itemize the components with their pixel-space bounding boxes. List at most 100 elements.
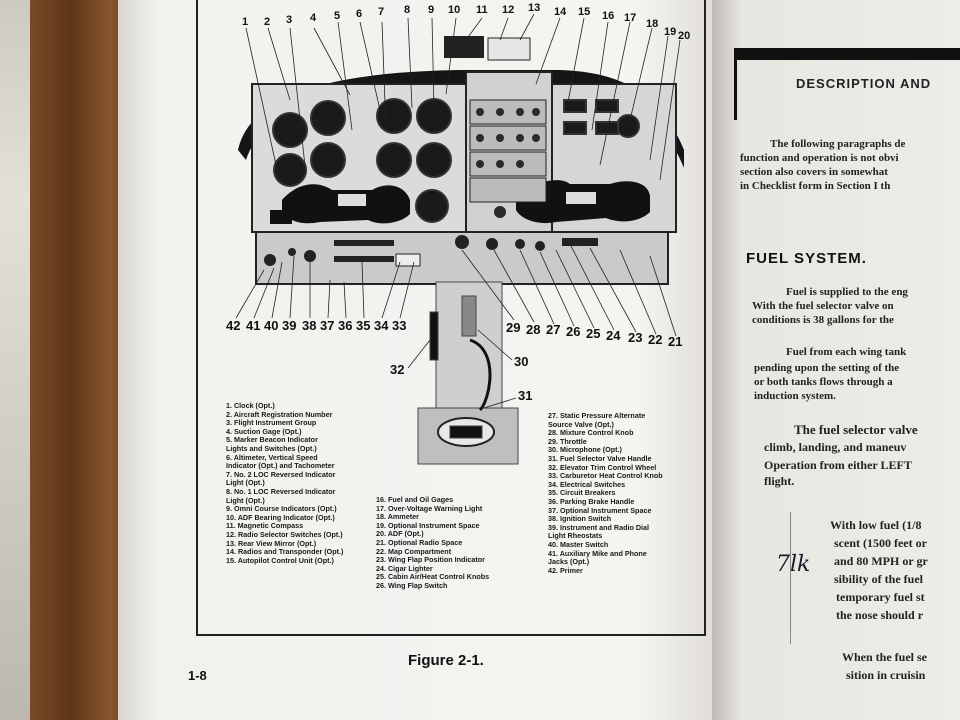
- callout-42: 42: [226, 318, 241, 333]
- legend-column-2: 16. Fuel and Oil Gages 17. Over-Voltage …: [376, 495, 490, 591]
- text-line: section also covers in somewhat: [740, 166, 888, 178]
- legend-item: 36. Parking Brake Handle: [548, 496, 635, 506]
- legend-item: 7. No. 2 LOC Reversed Indicator: [226, 469, 336, 479]
- callout-15: 15: [578, 6, 591, 18]
- legend-item: 14. Radios and Transponder (Opt.): [226, 547, 344, 557]
- text-line: With low fuel (1/8: [830, 518, 922, 532]
- text-line: pending upon the setting of the: [754, 362, 900, 374]
- legend-item: 15. Autopilot Control Unit (Opt.): [226, 555, 334, 565]
- text-line: flight.: [764, 474, 795, 488]
- legend-item: 12. Radio Selector Switches (Opt.): [226, 529, 343, 539]
- legend-item: Jacks (Opt.): [548, 557, 590, 567]
- legend-item: Light (Opt.): [226, 478, 265, 488]
- legend-item: 11. Magnetic Compass: [226, 521, 304, 531]
- callout-40: 40: [264, 318, 279, 333]
- callout-38: 38: [302, 318, 317, 333]
- legend-item: 13. Rear View Mirror (Opt.): [226, 538, 317, 548]
- section-header-bar: [734, 48, 960, 60]
- text-line: scent (1500 feet or: [834, 536, 927, 550]
- callout-41: 41: [246, 318, 261, 333]
- control-yokes: [270, 180, 650, 224]
- legend-item: 35. Circuit Breakers: [548, 488, 616, 498]
- legend-item: 25. Cabin Air/Heat Control Knobs: [376, 572, 490, 582]
- callout-29: 29: [506, 320, 521, 335]
- legend-item: 40. Master Switch: [548, 539, 609, 549]
- legend-item: 8. No. 1 LOC Reversed Indicator: [226, 486, 336, 496]
- legend-item: 30. Microphone (Opt.): [548, 445, 622, 455]
- callout-26: 26: [566, 324, 581, 339]
- text-line: conditions is 38 gallons for the: [752, 314, 894, 326]
- text-line: The fuel selector valve: [794, 422, 918, 437]
- legend-item: 1. Clock (Opt.): [226, 401, 275, 410]
- legend-item: 26. Wing Flap Switch: [376, 580, 448, 590]
- callout-6: 6: [356, 8, 363, 20]
- callout-33: 33: [392, 318, 407, 333]
- callout-21: 21: [668, 334, 683, 349]
- callout-4: 4: [310, 12, 317, 24]
- callout-5: 5: [334, 10, 341, 22]
- figure-frame: [196, 0, 706, 636]
- callout-7: 7: [378, 6, 385, 18]
- text-line: and 80 MPH or gr: [834, 554, 928, 568]
- callout-23: 23: [628, 330, 643, 345]
- text-line: With the fuel selector valve on: [752, 300, 894, 312]
- figure-caption: Figure 2-1.: [408, 652, 484, 669]
- legend-item: 32. Elevator Trim Control Wheel: [548, 462, 657, 472]
- callout-lines: [235, 13, 681, 409]
- callout-19: 19: [664, 26, 677, 38]
- text-line: in Checklist form in Section I th: [740, 180, 891, 192]
- callout-37: 37: [320, 318, 335, 333]
- callout-34: 34: [374, 318, 389, 333]
- callout-1: 1: [242, 16, 249, 28]
- pedestal: [417, 281, 519, 465]
- callout-25: 25: [586, 326, 601, 341]
- legend-item: 9. Omni Course Indicators (Opt.): [226, 504, 337, 514]
- legend-item: 39. Instrument and Radio Dial: [548, 522, 650, 532]
- text-line: Fuel from each wing tank: [786, 346, 907, 358]
- legend-item: 27. Static Pressure Alternate: [548, 411, 646, 420]
- callout-31: 31: [518, 388, 533, 403]
- text-line: Operation from either LEFT: [764, 458, 912, 472]
- text-line: induction system.: [754, 390, 836, 402]
- note-box: [790, 512, 960, 644]
- text-line: sibility of the fuel: [834, 572, 923, 586]
- callout-39: 39: [282, 318, 297, 333]
- legend-item: 34. Electrical Switches: [548, 479, 626, 489]
- legend-item: 19. Optional Instrument Space: [376, 520, 480, 530]
- callout-36: 36: [338, 318, 353, 333]
- legend-column-1: 1. Clock (Opt.) 2. Aircraft Registration…: [226, 401, 344, 565]
- callout-8: 8: [404, 4, 411, 16]
- text-line: Fuel is supplied to the eng: [786, 286, 908, 298]
- text-line: climb, landing, and maneuv: [764, 440, 907, 454]
- desk-edge: [0, 0, 30, 720]
- text-line: When the fuel se: [842, 650, 927, 664]
- callout-30: 30: [514, 354, 529, 369]
- handwritten-note: 7lk: [776, 552, 811, 577]
- right-page: [712, 0, 960, 720]
- legend-item: 6. Altimeter, Vertical Speed: [226, 452, 318, 462]
- callout-11: 11: [476, 4, 488, 16]
- radio-stack: [469, 99, 547, 218]
- legend-item: 3. Flight Instrument Group: [226, 418, 317, 428]
- legend-column-3: 27. Static Pressure Alternate Source Val…: [548, 411, 663, 575]
- legend-item: 42. Primer: [548, 565, 583, 575]
- legend-item: 31. Fuel Selector Valve Handle: [548, 453, 652, 463]
- legend-item: 5. Marker Beacon Indicator: [226, 435, 318, 445]
- callout-2: 2: [264, 16, 271, 28]
- text-line: function and operation is not obvi: [740, 152, 899, 164]
- fuel-system-heading: FUEL SYSTEM.: [746, 250, 867, 267]
- legend-item: 33. Carburetor Heat Control Knob: [548, 471, 663, 481]
- section-title: DESCRIPTION AND: [796, 76, 932, 91]
- legend-item: 29. Throttle: [548, 436, 587, 446]
- callout-32: 32: [390, 362, 405, 377]
- text-line: The following paragraphs de: [770, 138, 906, 150]
- callout-3: 3: [286, 14, 293, 26]
- text-line: temporary fuel st: [836, 590, 925, 604]
- legend-item: 22. Map Compartment: [376, 546, 452, 556]
- page-number: 1-8: [188, 668, 207, 683]
- section-header-box: [734, 60, 960, 120]
- legend-item: Indicator (Opt.) and Tachometer: [226, 461, 335, 471]
- callout-28: 28: [526, 322, 541, 337]
- legend-item: Light (Opt.): [226, 495, 265, 505]
